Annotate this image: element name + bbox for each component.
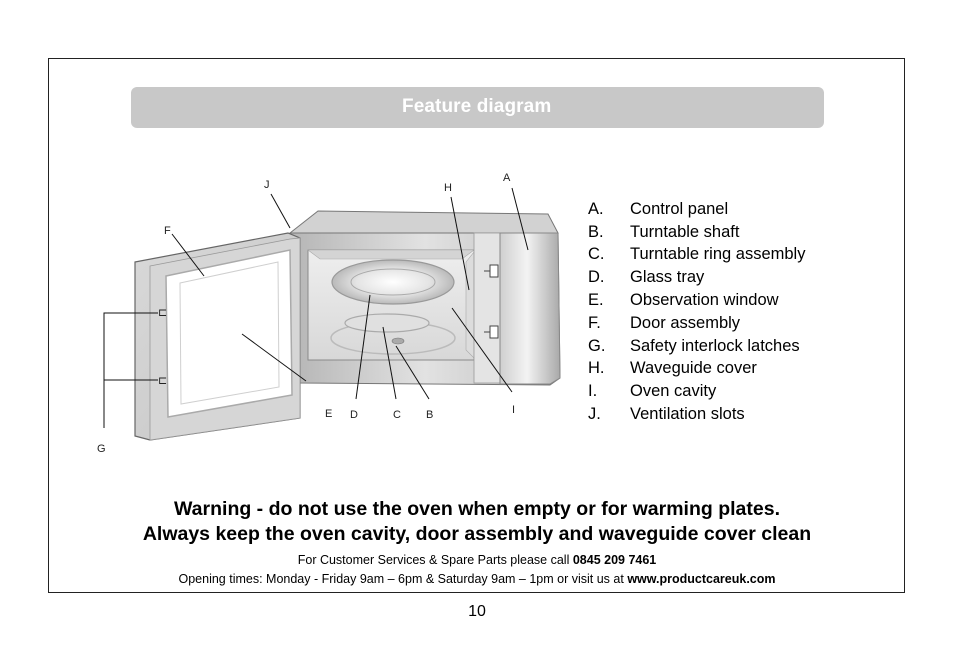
legend-item: I.Oven cavity [588,382,717,401]
callout-j: J [264,179,270,191]
warning-line-2: Always keep the oven cavity, door assemb… [142,523,812,545]
callout-h: H [444,182,452,194]
legend-item: C.Turntable ring assembly [588,245,806,264]
banner-title: Feature diagram [402,96,552,117]
feature-legend: A.Control panel B.Turntable shaft C.Turn… [588,198,805,426]
legend-item: F.Door assembly [588,313,741,332]
legend-item: B.Turntable shaft [588,222,740,241]
legend-item: E.Observation window [588,291,779,310]
callout-b: B [426,409,433,421]
page-number: 10 [468,603,486,620]
callout-f: F [164,225,171,237]
callout-d: D [350,409,358,421]
legend-item: D.Glass tray [588,268,705,287]
svg-text:⊏: ⊏ [158,375,167,387]
callout-e: E [325,408,332,420]
legend-item: A.Control panel [588,199,729,218]
page-frame: Feature diagram [48,58,905,593]
opening-times-text: Opening times: Monday - Friday 9am – 6pm… [178,572,628,586]
callout-i: I [512,404,515,416]
turntable [330,259,456,355]
phone-number: 0845 209 7461 [572,553,657,567]
legend-item: H.Waveguide cover [588,359,757,378]
legend-item: J.Ventilation slots [588,405,745,424]
warning-line-1: Warning - do not use the oven when empty… [174,498,780,520]
customer-services-text: For Customer Services & Spare Parts plea… [297,553,573,567]
svg-text:⊏: ⊏ [158,307,167,319]
leader-lines [103,187,529,428]
callout-g: G [97,443,106,455]
callout-c: C [393,409,401,421]
website-link[interactable]: www.productcareuk.com [627,572,776,586]
customer-services-line: For Customer Services & Spare Parts plea… [0,553,954,567]
section-banner: Feature diagram [131,87,824,128]
legend-item: G.Safety interlock latches [588,336,800,355]
door-assembly: ⊏ ⊏ [134,232,301,441]
callout-a: A [503,172,511,184]
opening-times-line: Opening times: Monday - Friday 9am – 6pm… [0,572,954,586]
